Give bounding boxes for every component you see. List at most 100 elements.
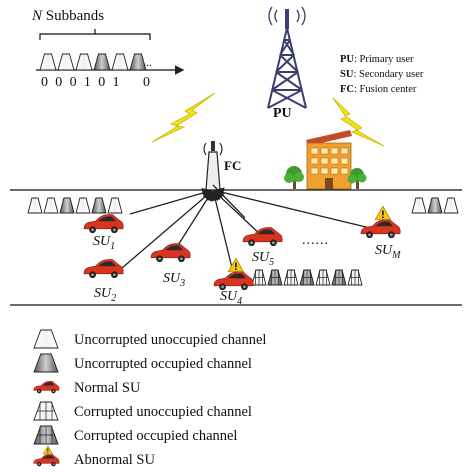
occupied-channel-icon [427, 197, 443, 214]
su-label-2: SU2 [94, 286, 116, 304]
legend-item: Abnormal SU [30, 449, 155, 471]
lightning-bolt-icon-right [332, 97, 385, 147]
normal-su-car-icon [83, 214, 124, 234]
fc-station-icon [203, 141, 223, 191]
legend-label: Uncorrupted unoccupied channel [74, 331, 267, 348]
legend-symbol-slot [30, 353, 66, 375]
corrupted-occupied-channel-icon [299, 269, 315, 286]
legend-item: Corrupted occupied channel [30, 425, 237, 447]
legend-symbol-slot [30, 401, 66, 423]
building-icon [306, 130, 352, 190]
su-label-base: SU [375, 243, 393, 258]
uncorrupted-occupied-channel-icon [33, 353, 59, 373]
tower-icon [267, 27, 307, 109]
unoccupied-channel-icon [443, 197, 459, 214]
legend-label: Abnormal SU [74, 451, 155, 468]
definition-pu: PU: Primary user [340, 52, 423, 67]
subband-header-text: Subbands [42, 8, 105, 24]
legend-item: Uncorrupted occupied channel [30, 353, 252, 375]
su-label-5: SU5 [252, 250, 274, 268]
definition-abbr: FC [340, 84, 354, 95]
pu-tower [267, 6, 307, 109]
su-label-m: SUM [375, 243, 400, 261]
definition-list: PU: Primary user SU: Secondary user FC: … [340, 52, 423, 97]
signal-waves-icon [268, 6, 306, 26]
legend-label: Uncorrupted occupied channel [74, 355, 252, 372]
subband-diagram: ... [36, 29, 185, 75]
report-arrow [174, 190, 213, 251]
legend-symbol-slot [30, 425, 66, 447]
occupied-subband-icon [93, 53, 111, 71]
abnormal-su-car-icon [213, 257, 254, 291]
fc-label: FC [224, 158, 242, 173]
unoccupied-channel-icon [107, 197, 123, 214]
corrupted-unoccupied-channel-icon [251, 269, 267, 286]
legend-symbol-slot [30, 449, 66, 471]
su-label-3: SU3 [163, 271, 185, 289]
definition-text: : Fusion center [354, 84, 417, 95]
legend-item: Corrupted unoccupied channel [30, 401, 252, 423]
corrupted-occupied-channel-icon [331, 269, 347, 286]
su-label-sub: 2 [111, 292, 117, 304]
su-label-sub: 5 [269, 256, 275, 268]
su-label-sub: 4 [237, 295, 243, 307]
su-label-base: SU [93, 234, 111, 249]
abnormal-su-car-icon [360, 205, 401, 239]
subband-dots: ... [143, 55, 152, 69]
uncorrupted-unoccupied-channel-icon [33, 329, 59, 349]
report-arrow [212, 184, 246, 219]
su-label-sub: 3 [180, 277, 186, 289]
unoccupied-subband-icon [111, 53, 129, 71]
su-label-base: SU [94, 286, 112, 301]
legend-item: Normal SU [30, 377, 140, 399]
unoccupied-subband-icon [39, 53, 57, 71]
lightning-bolt-icon-left [151, 92, 216, 143]
su-label-base: SU [252, 250, 270, 265]
tree-icon-right [347, 168, 367, 189]
report-arrow [121, 190, 213, 269]
bit-sequence: 0 0 0 1 0 1 0 [41, 75, 152, 90]
unoccupied-subband-icon [75, 53, 93, 71]
legend-symbol-slot [30, 377, 66, 399]
unoccupied-channel-icon [411, 197, 427, 214]
legend-symbol-slot [30, 329, 66, 351]
definition-fc: FC: Fusion center [340, 82, 423, 97]
legend-label: Normal SU [74, 379, 141, 396]
antenna-mast [285, 9, 289, 29]
legend-label: Corrupted occupied channel [74, 427, 238, 444]
corrupted-unoccupied-channel-icon [315, 269, 331, 286]
normal-su-car-icon [83, 259, 124, 279]
report-arrow [210, 190, 233, 269]
report-arrow [213, 187, 371, 229]
subband-count-symbol: N [32, 8, 43, 24]
su-label-base: SU [220, 289, 238, 304]
corrupted-unoccupied-channel-icon [283, 269, 299, 286]
definition-text: : Secondary user [353, 69, 424, 80]
unoccupied-channel-icon [27, 197, 43, 214]
normal-su-car-icon [242, 227, 283, 247]
tree-icon-left [284, 166, 304, 189]
corrupted-occupied-channel-icon [267, 269, 283, 286]
report-arrows [121, 184, 371, 269]
definition-su: SU: Secondary user [340, 67, 423, 82]
su-label-sub: M [392, 249, 401, 261]
report-arrow [213, 190, 263, 237]
legend-icons [33, 329, 60, 467]
corrupted-occupied-channel-icon [33, 425, 59, 445]
occupied-subband-icon [129, 53, 147, 71]
unoccupied-channel-icon [75, 197, 91, 214]
legend-label: Corrupted unoccupied channel [74, 403, 252, 420]
unoccupied-subband-icon [57, 53, 75, 71]
definition-abbr: SU [340, 69, 354, 80]
definition-abbr: PU [340, 54, 354, 65]
pu-label: PU [273, 106, 292, 121]
warning-icon [374, 205, 391, 221]
su-label-1: SU1 [93, 234, 115, 252]
legend-item: Uncorrupted unoccupied channel [30, 329, 266, 351]
normal-su-car-icon [150, 243, 191, 263]
road-channels [27, 197, 459, 286]
corrupted-unoccupied-channel-icon [347, 269, 363, 286]
unoccupied-channel-icon [43, 197, 59, 214]
su-label-base: SU [163, 271, 181, 286]
